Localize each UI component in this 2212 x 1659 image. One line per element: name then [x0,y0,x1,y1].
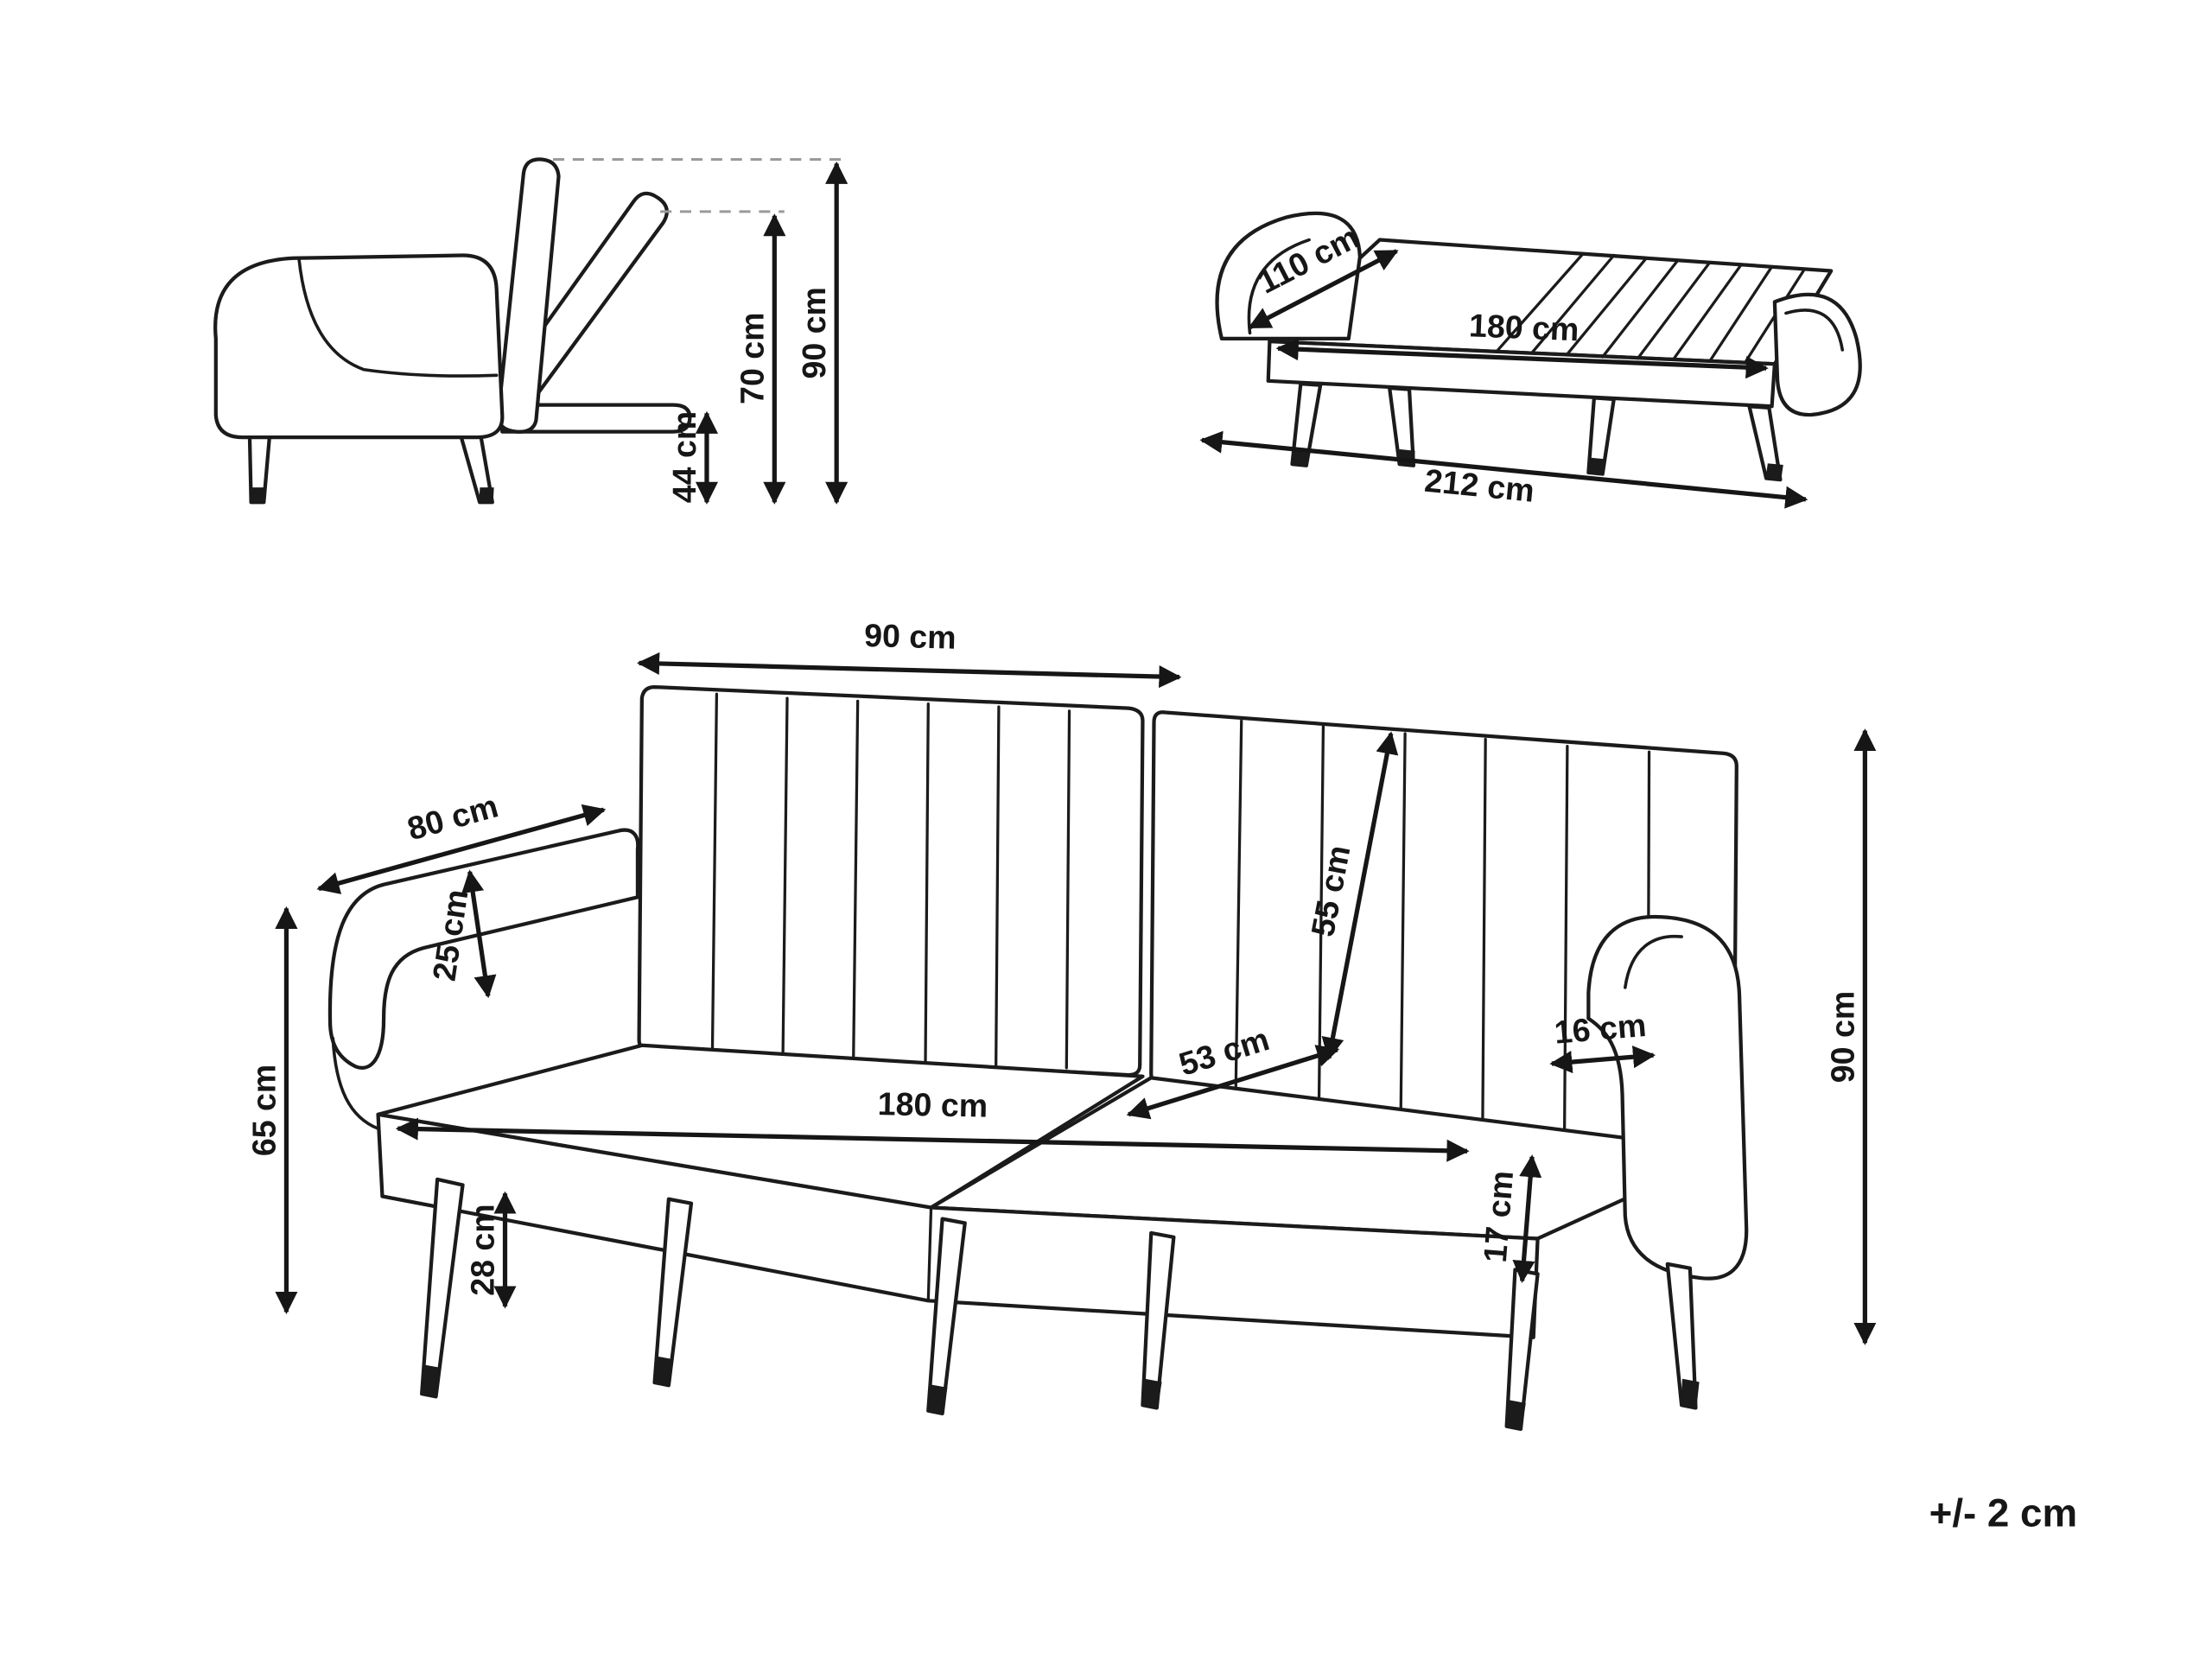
dim-arrow-bed-length [1275,338,1769,379]
sofa-left-arm [327,828,640,1070]
bed-view: 110 cm 180 cm 212 cm [1199,211,1862,509]
dim-arrow-armrest-width [1549,1046,1656,1074]
dim-label-cushion-thickness: 17 cm [1477,1169,1520,1263]
side-arm-inner-line [297,257,499,378]
side-body [213,253,505,440]
bed-seam-line [1495,252,1585,353]
side-back-leg-foot [479,487,494,504]
dim-label-overall-height: 90 cm [796,287,832,378]
sofa-leg-2-foot [653,1356,674,1388]
sofa-right-arm-inner-line [1624,934,1683,989]
sofa-leg-3-foot [927,1384,948,1415]
sofa-leg-4-foot [1141,1378,1162,1410]
sofa-view: 90 cm 80 cm 25 cm 65 cm 55 cm 53 cm 180 … [245,617,1877,1431]
sofa-backrest-right-channels [1234,719,1651,1143]
dim-label-armrest-height: 65 cm [245,1065,282,1156]
dim-label-seat-width: 180 cm [877,1085,988,1124]
backrest-upright-position [496,157,561,434]
bed-leg-4-foot [1765,463,1783,481]
dim-arrow-armrest-drop [461,869,497,999]
sofa-left-arm-front-line [331,1036,380,1130]
dim-arrow-backrest-height [1321,731,1399,1061]
dim-arrow-bed-width [1248,249,1399,330]
dim-label-overall-height: 90 cm [1824,991,1860,1083]
sofa-leg-1-foot [421,1364,442,1399]
dim-arrow-seat-width [395,1117,1470,1162]
backrest-flat-position [500,403,692,434]
dim-label-armrest-length: 80 cm [404,787,502,847]
dim-arrow-bed-overall-length [1199,430,1808,509]
sofa-seat-front-seam [926,1205,933,1302]
bed-leg-3-foot [1587,457,1606,476]
bed-channel-lines [1530,253,1806,365]
sofa-leg-5-foot [1505,1400,1526,1431]
sofa-right-arm [1586,914,1749,1281]
dim-label-folded-height: 70 cm [734,312,770,404]
dim-label-armrest-width: 16 cm [1553,1007,1648,1051]
side-view: 44 cm 70 cm 90 cm [213,157,849,505]
dim-arrow-backrest-width [636,652,1182,689]
dim-label-seat-height: 44 cm [666,411,702,503]
sofa-leg-1 [420,1177,465,1399]
sofa-backrest-left-channels [710,692,1071,1070]
dim-arrow-armrest-length [316,804,607,894]
bed-right-arm [1772,292,1862,417]
dim-arrow-seat-depth [1126,1045,1340,1120]
side-front-leg-foot [250,487,266,504]
bed-right-arm-inner-line [1784,308,1845,352]
dim-label-backrest-width: 90 cm [864,617,957,656]
sofa-leg-6-foot [1681,1378,1700,1410]
tolerance-note: +/- 2 cm [1929,1491,2077,1535]
dim-label-leg-height: 28 cm [464,1204,500,1295]
dim-label-bed-length: 180 cm [1468,307,1580,347]
dim-label-bed-overall-length: 212 cm [1423,462,1536,509]
dim-arrow-cushion-thickness [1512,1154,1542,1284]
